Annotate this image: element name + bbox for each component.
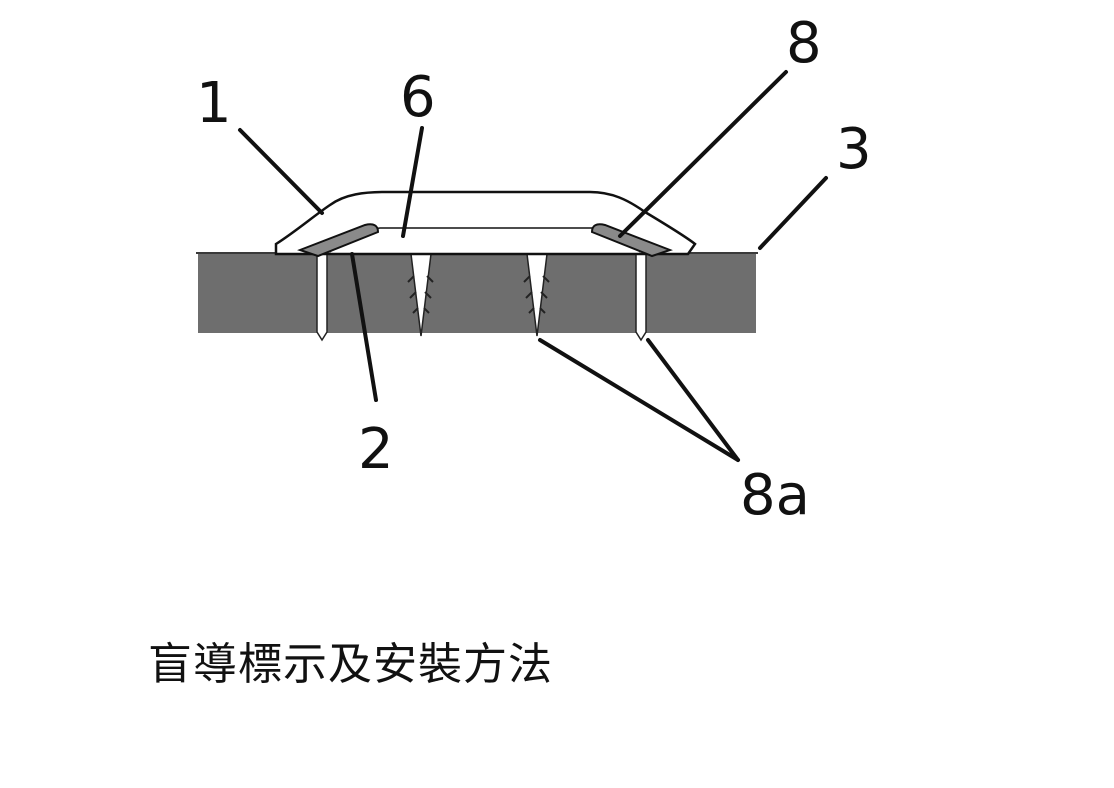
right-clip — [590, 223, 673, 258]
cover-shell — [274, 190, 697, 256]
substrate-slab — [198, 253, 756, 333]
inner-spike-right-barbs — [523, 275, 550, 314]
label-part-6: 6 — [400, 65, 436, 130]
label-part-3: 3 — [836, 117, 872, 182]
leader-3 — [758, 176, 828, 250]
left-anchor-pin — [316, 253, 328, 342]
leader-8a-right — [646, 338, 740, 462]
leader-6 — [401, 126, 424, 238]
leader-2 — [350, 252, 378, 402]
label-part-8a: 8a — [740, 463, 810, 528]
leader-1 — [238, 128, 324, 215]
leader-8a-left — [538, 338, 740, 462]
figure-caption: 盲導標示及安裝方法 — [148, 639, 553, 690]
label-part-2: 2 — [358, 417, 394, 482]
right-anchor-pin — [635, 253, 647, 342]
left-clip — [297, 223, 380, 258]
label-part-1: 1 — [196, 71, 232, 136]
leader-8 — [618, 70, 788, 238]
label-part-8: 8 — [786, 11, 822, 76]
inner-spike-left-barbs — [407, 275, 434, 314]
